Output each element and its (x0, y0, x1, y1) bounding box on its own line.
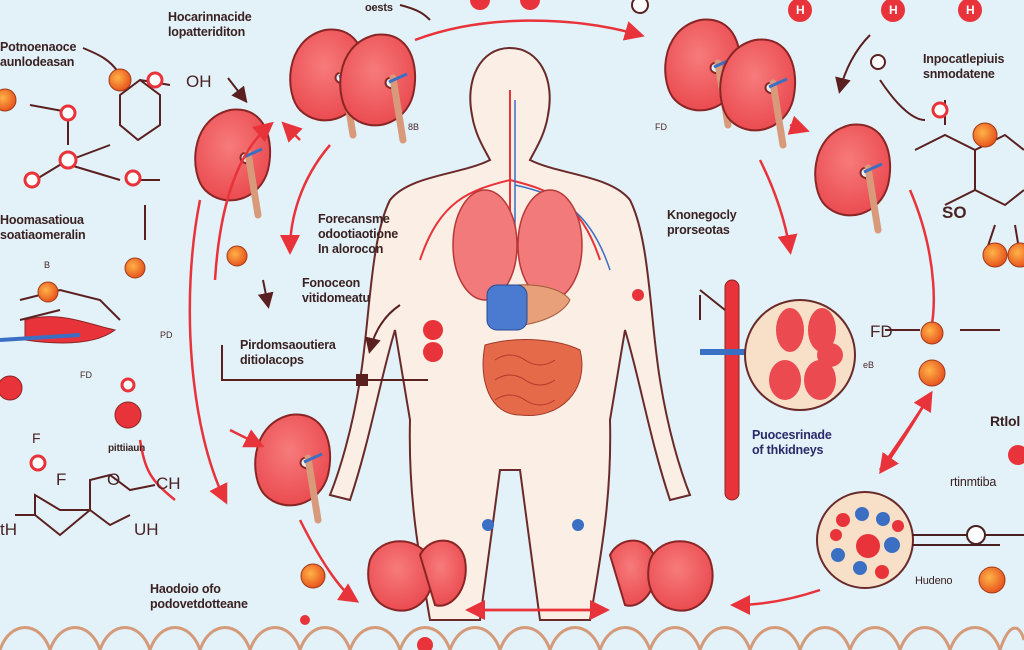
label-cells-sub: rtinmtiba (950, 475, 997, 489)
kidney-right-upper (815, 125, 890, 230)
chem-h2: H (889, 3, 898, 17)
chemical-structure-right (914, 100, 1024, 256)
kidney-pair-right-b (720, 40, 795, 145)
kidney-left-lower (255, 415, 330, 520)
chem-f2: F (56, 470, 67, 489)
bottom-coils (0, 626, 1024, 650)
chem-fd-left: FD (80, 370, 92, 380)
chem-ch: CH (156, 474, 181, 493)
label-top-tag: oests (365, 2, 393, 14)
intestines (482, 339, 583, 417)
artery (724, 279, 740, 501)
left-lung (452, 189, 518, 301)
right-lung (517, 189, 583, 301)
chem-so: SO (942, 203, 967, 222)
chem-eb: eB (863, 360, 875, 370)
label-small-left: pittiiaun (108, 443, 146, 454)
chem-small-fd: FD (655, 122, 667, 132)
label-cells-bottom: Hudeno (915, 575, 953, 587)
chem-pd: PD (160, 330, 173, 340)
chem-h3: H (966, 3, 975, 17)
kidney-left-upper (195, 110, 270, 215)
chem-fd-right: FD (870, 322, 893, 341)
flow-arrows (138, 19, 936, 620)
chem-o: O (107, 470, 121, 489)
chem-b: B (44, 260, 51, 270)
bottom-kidneys (367, 539, 714, 612)
label-cells-title: Rtlol (990, 413, 1021, 429)
chem-uh: UH (134, 520, 159, 539)
chem-8b: 8B (408, 122, 420, 132)
chem-oh: OH (186, 72, 212, 91)
chem-th: tH (0, 520, 17, 539)
human-body (328, 46, 692, 621)
chem-h1: H (796, 3, 805, 17)
chem-f1: F (32, 430, 41, 446)
